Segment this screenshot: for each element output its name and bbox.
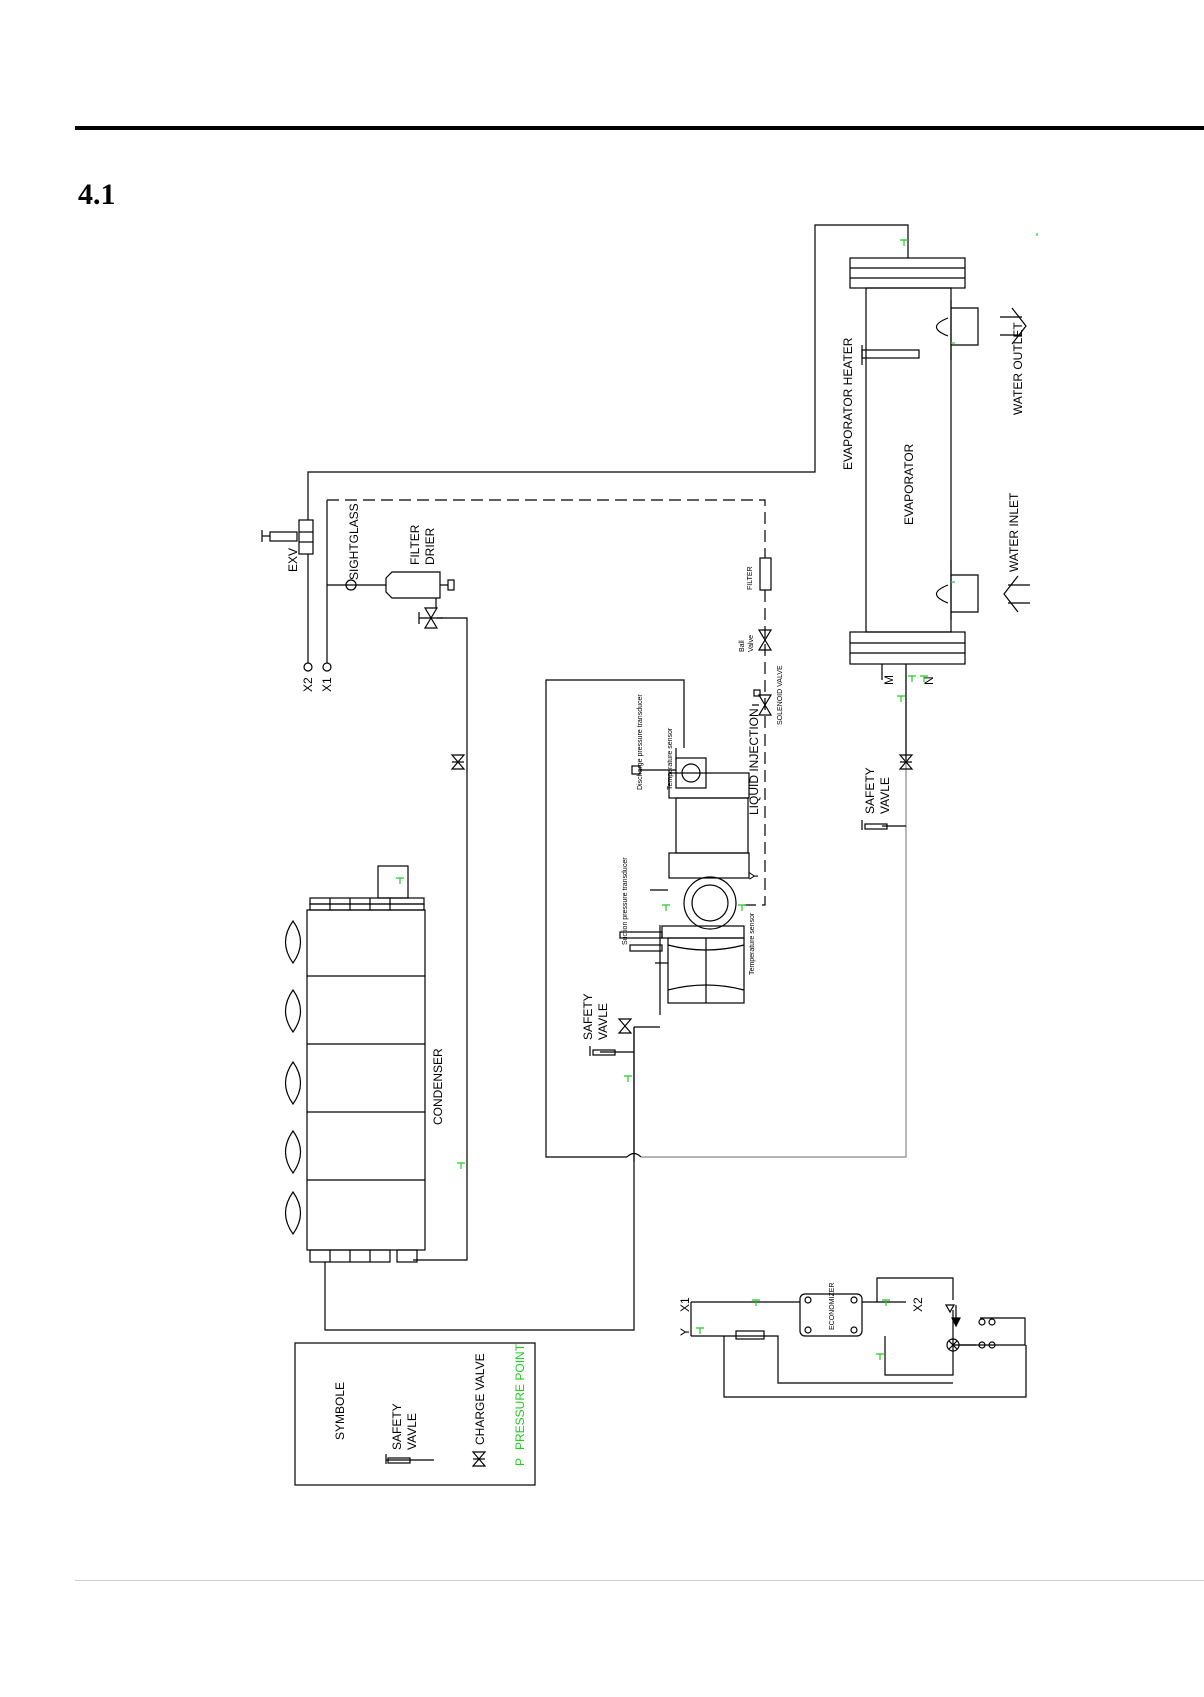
label-ball-valve-1: Ball: [739, 640, 746, 652]
compressor: [619, 757, 750, 1015]
label-compressor-safety-1: SAFETY: [581, 993, 595, 1040]
label-sightglass: SIGHTGLASS: [347, 503, 361, 580]
label-ecm-y: Y: [678, 1328, 692, 1336]
condenser-liquid-pipe: [413, 617, 468, 1261]
legend-charge-valve: CHARGE VALVE: [473, 1353, 487, 1445]
label-m: M: [882, 675, 896, 685]
section-number: 4.1: [78, 178, 116, 211]
liquid-injection-line: [327, 499, 766, 558]
label-exv: EXV: [286, 548, 300, 572]
label-ecm-x1: X1: [678, 1297, 692, 1312]
label-compressor-safety-2: VAVLE: [596, 1003, 610, 1040]
top-rule: [75, 126, 1204, 130]
label-x2: X2: [301, 677, 315, 692]
label-filter: FILTER: [747, 566, 754, 590]
label-evaporator: EVAPORATOR: [902, 443, 916, 525]
legend-pressure-point: PRESSURE POINT: [513, 1343, 527, 1450]
filter-drier: [385, 571, 455, 608]
label-compressor-note-3: Suction pressure transducer: [622, 857, 629, 945]
label-ball-valve-2: Valve: [748, 635, 755, 652]
label-water-outlet: WATER OUTLET: [1011, 322, 1025, 415]
discharge-pipe: [324, 1168, 635, 1331]
pressure-points: [396, 233, 1038, 1360]
label-ecm-x2: X2: [911, 1297, 925, 1312]
label-filter-drier-1: FILTER: [408, 524, 422, 565]
injection-filter: [759, 557, 772, 591]
charge-valve-mid: [450, 754, 466, 770]
legend-charge-valve-symbol: [471, 1451, 487, 1467]
legend-title: SYMBOLE: [333, 1382, 347, 1440]
label-evaporator-safety-2: VAVLE: [878, 777, 892, 814]
evaporator-safety-valve: [861, 820, 906, 830]
ball-valve: [757, 629, 773, 651]
label-ecm-unit: ECONOMIZER: [829, 1283, 836, 1330]
compressor-safety-valve: [589, 1018, 634, 1056]
label-evaporator-heater: EVAPORATOR HEATER: [841, 337, 855, 470]
sightglass: [345, 579, 357, 591]
label-filter-drier-2: DRIER: [423, 527, 437, 565]
legend-box: [294, 1342, 536, 1486]
water-outlet-nozzle: [935, 300, 1027, 360]
label-compressor-note-4: Temperature sensor: [749, 912, 756, 975]
label-compressor-note-1: Temperature sensor: [667, 727, 674, 790]
economizer-detail: [690, 1277, 1027, 1398]
legend-safety-valve-1: SAFETY: [390, 1403, 404, 1450]
evaporator-charge-valve: [898, 754, 914, 770]
label-condenser: CONDENSER: [431, 1048, 445, 1125]
legend-safety-valve-symbol: [385, 1454, 434, 1464]
label-compressor-note-2: Discharge pressure transducer: [637, 694, 644, 790]
label-x1: X1: [320, 677, 334, 692]
condenser: [306, 865, 426, 1263]
solenoid-valve: [752, 689, 773, 716]
label-liquid-injection: LIQUID INJECTION: [747, 708, 761, 815]
exv-valve: [261, 519, 314, 555]
label-solenoid-valve: SOLENOID VALVE: [777, 665, 784, 725]
label-water-inlet: WATER INLET: [1007, 492, 1021, 572]
label-n: N: [922, 676, 936, 685]
condenser-fans: [284, 919, 302, 1236]
label-evaporator-safety-1: SAFETY: [863, 767, 877, 814]
label-y: Y: [747, 872, 761, 880]
legend-pressure-point-symbol: P: [513, 1458, 527, 1466]
bottom-rule: [75, 1580, 1204, 1581]
compressor-loop: [545, 679, 685, 1158]
legend-safety-valve-2: VAVLE: [405, 1413, 419, 1450]
water-inlet-nozzle: [935, 560, 1030, 620]
evaporator-top-pipe: [307, 224, 909, 520]
